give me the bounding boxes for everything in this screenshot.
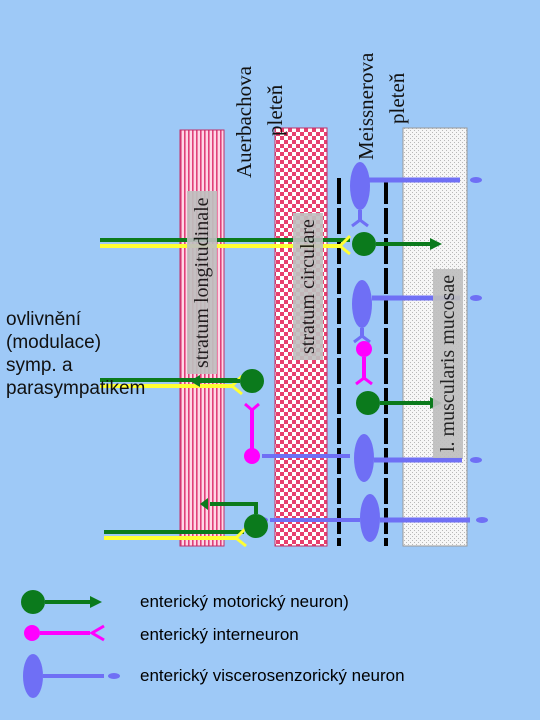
viscerosensory-neuron-1 <box>350 162 482 228</box>
interneuron-1 <box>355 341 373 386</box>
autonomic-fiber-bottom <box>104 526 248 548</box>
modulation-text: ovlivnění (modulace) symp. a parasympati… <box>6 309 146 399</box>
label-meissner-line1: Meissnerova <box>354 52 378 160</box>
legend-interneuron-text: enterický interneuron <box>140 625 299 644</box>
motor-neuron-1 <box>352 232 442 256</box>
label-meissner-line2: pleteň <box>385 72 409 124</box>
legend-interneuron-symbol <box>24 624 105 642</box>
motor-neuron-4 <box>200 498 268 538</box>
label-auerbach-line1: Auerbachova <box>232 66 256 178</box>
label-stratum-longitudinale: stratum longitudinale <box>187 191 217 374</box>
legend-motor-text: enterický motorický neuron) <box>140 592 349 611</box>
legend-motor-symbol <box>21 590 102 614</box>
legend-viscerosensory-symbol <box>23 654 120 698</box>
label-muscularis-mucosae: l. muscularis mucosae <box>433 268 463 458</box>
label-stratum-circulare: stratum circulare <box>293 213 323 360</box>
label-auerbach-line2: pleteň <box>263 84 287 136</box>
interneuron-2 <box>244 402 260 464</box>
legend-viscerosensory-text: enterický viscerosenzorický neuron <box>140 666 405 685</box>
motor-neuron-3 <box>190 369 264 393</box>
